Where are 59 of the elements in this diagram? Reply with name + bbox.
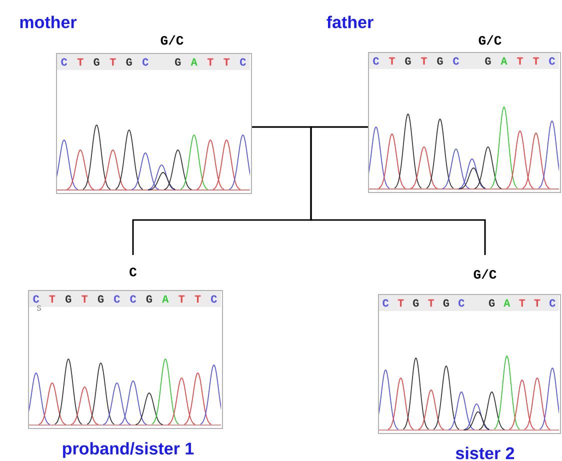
genotype-label: G/C bbox=[474, 269, 496, 279]
base-letter: A bbox=[190, 58, 198, 66]
sample-name: mother bbox=[20, 16, 77, 28]
base-letter: G bbox=[66, 295, 72, 303]
base-letter: T bbox=[534, 299, 540, 307]
sequencing-panel bbox=[28, 290, 223, 429]
base-letter: T bbox=[398, 299, 404, 307]
base-letter: G bbox=[485, 57, 491, 65]
base-letter: T bbox=[207, 58, 214, 66]
base-letter: C bbox=[453, 57, 459, 65]
base-letter: A bbox=[500, 57, 508, 65]
base-letter: G bbox=[94, 58, 100, 66]
sample-name: proband/sister 1 bbox=[62, 442, 194, 458]
base-letter: C bbox=[373, 57, 379, 65]
base-letter: G bbox=[126, 58, 132, 66]
sequencing-panel bbox=[368, 52, 561, 193]
base-letter: G bbox=[405, 57, 411, 65]
sample-name: sister 2 bbox=[456, 446, 514, 460]
base-letter: T bbox=[178, 295, 185, 303]
genotype-label: C bbox=[130, 268, 137, 276]
genotype-label: G/C bbox=[160, 35, 184, 45]
base-letter: C bbox=[382, 299, 389, 307]
base-letter: G bbox=[175, 58, 181, 66]
base-letter: C bbox=[550, 299, 556, 307]
base-letter: G bbox=[98, 295, 104, 303]
base-letter: A bbox=[504, 299, 510, 307]
base-letter: T bbox=[389, 57, 395, 65]
base-letter: A bbox=[162, 295, 169, 303]
base-letter: T bbox=[428, 299, 434, 307]
base-letter: T bbox=[519, 299, 526, 307]
base-letter: G bbox=[443, 299, 449, 307]
base-letter: T bbox=[421, 57, 427, 65]
sequencing-panel bbox=[378, 294, 561, 434]
base-letter: C bbox=[33, 295, 40, 303]
base-letter: G bbox=[488, 299, 495, 307]
base-letter: G bbox=[413, 299, 419, 307]
base-letter: C bbox=[114, 295, 120, 303]
sequencing-panel bbox=[56, 53, 252, 194]
base-letter: T bbox=[224, 58, 230, 66]
genotype-label: G/C bbox=[478, 35, 502, 45]
base-letter: G bbox=[146, 295, 152, 303]
base-letter: T bbox=[77, 58, 84, 66]
base-letter: T bbox=[49, 295, 56, 303]
base-letter: C bbox=[458, 299, 464, 307]
base-letter: C bbox=[240, 58, 246, 66]
base-letter: T bbox=[194, 295, 201, 303]
base-letter: T bbox=[533, 57, 539, 65]
base-letter: T bbox=[110, 58, 116, 66]
base-letter: C bbox=[130, 295, 136, 303]
pedigree-line bbox=[310, 126, 486, 255]
base-letter: C bbox=[142, 58, 148, 66]
base-letter: C bbox=[61, 58, 68, 66]
base-letter: C bbox=[549, 57, 555, 65]
sample-name: father bbox=[326, 16, 374, 28]
base-letter: T bbox=[82, 295, 88, 303]
base-call-note: S bbox=[36, 305, 41, 311]
base-letter: T bbox=[517, 57, 523, 65]
base-letter: C bbox=[211, 295, 217, 303]
base-letter: G bbox=[437, 57, 443, 65]
